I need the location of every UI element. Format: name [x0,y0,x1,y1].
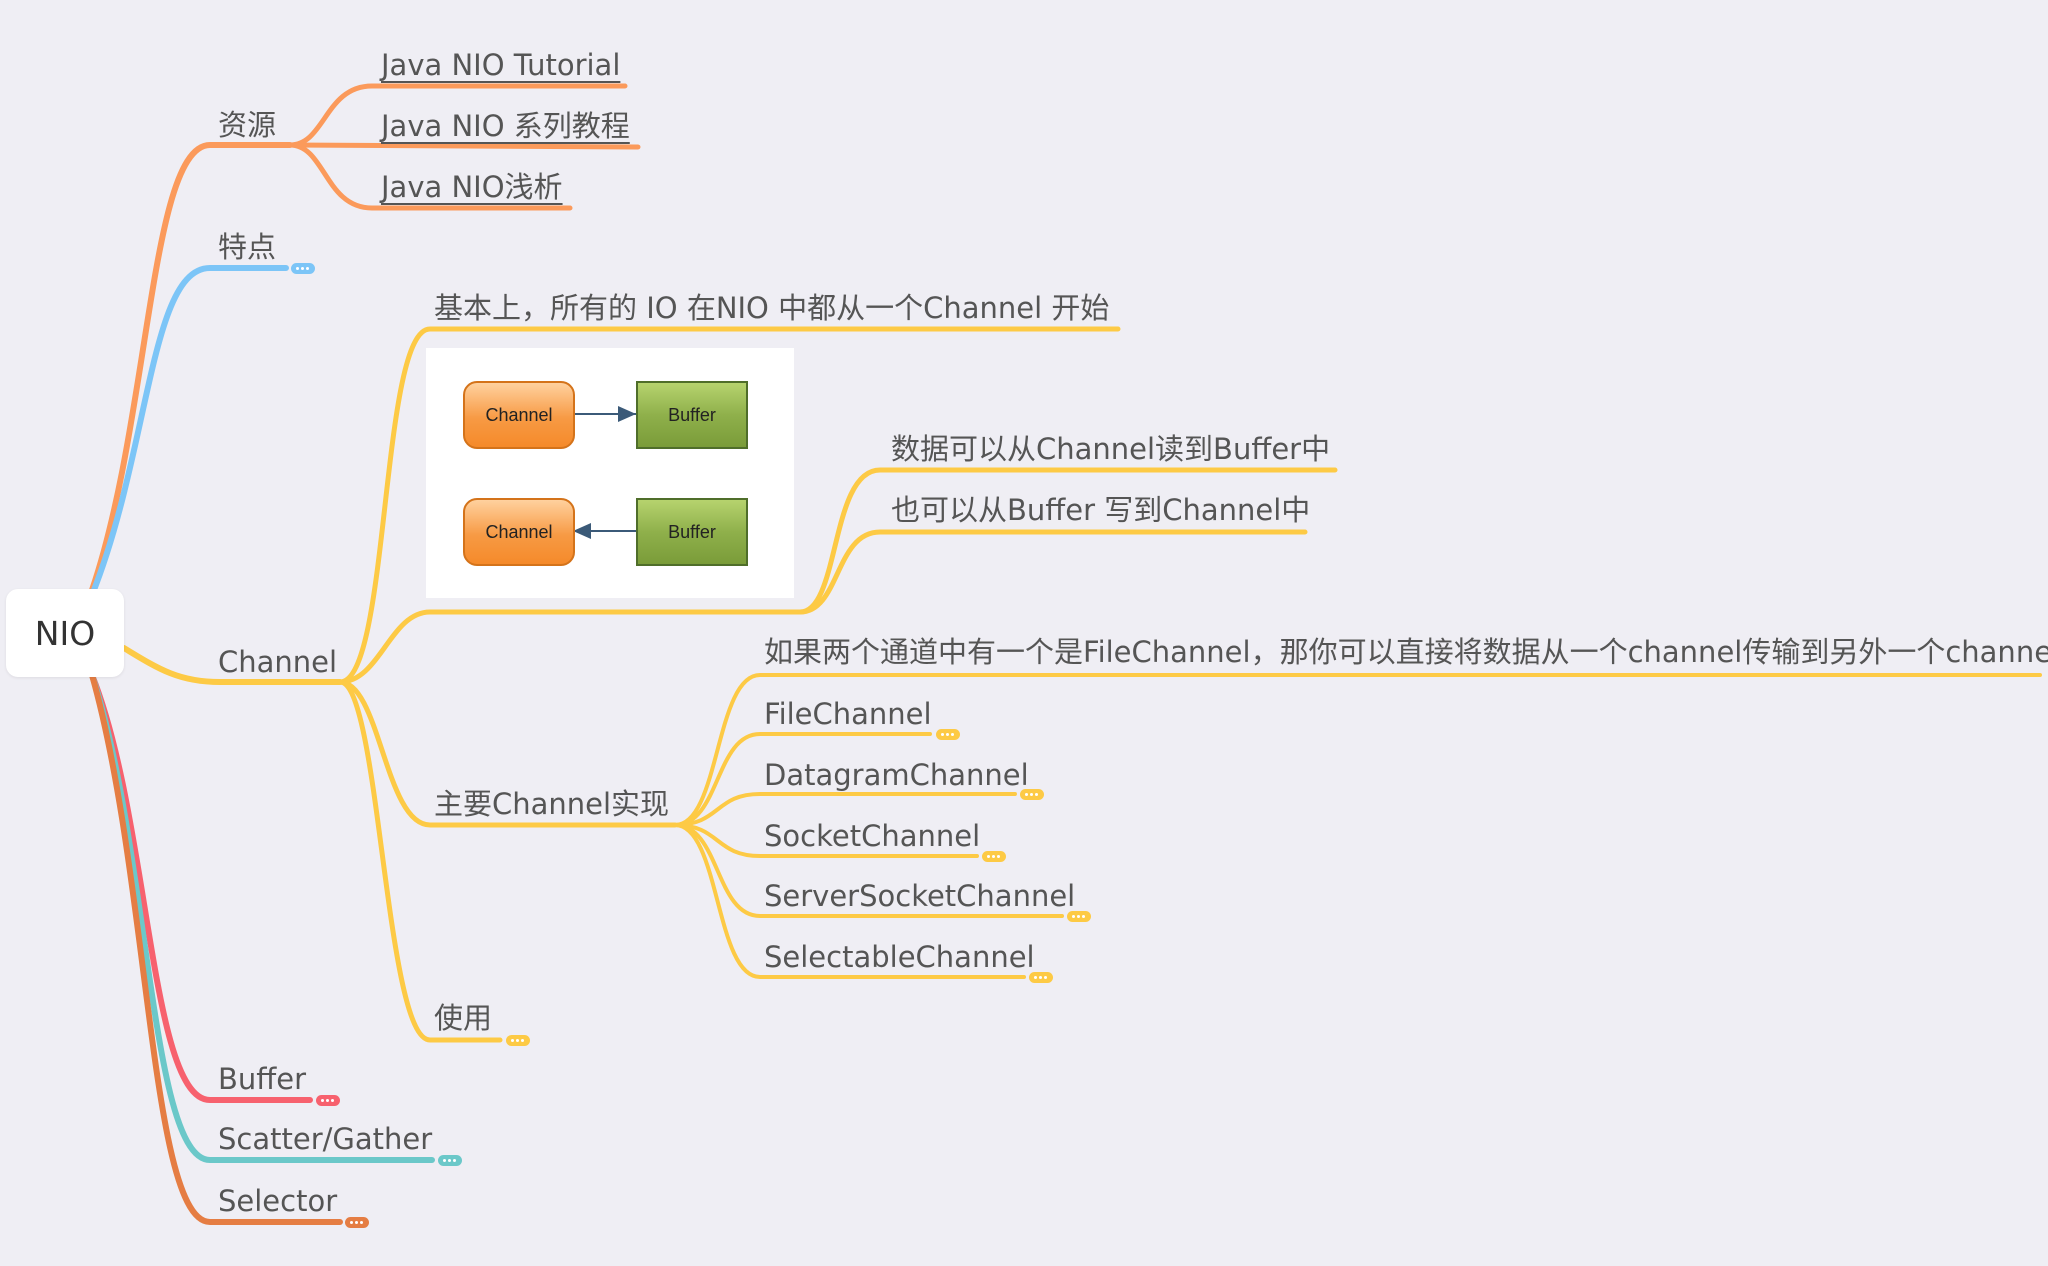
expand-socketchannel-icon[interactable] [982,851,1006,862]
connector-channel-usage [337,679,503,1043]
diagram-note-write[interactable]: 也可以从Buffer 写到Channel中 [891,493,1311,527]
expand-selectablechannel-icon[interactable] [1029,972,1053,983]
connector-channel-impl [337,679,678,828]
connector-channel-diagram [337,609,803,685]
connector-impl-datagram [673,792,1017,827]
impl-item-filechannel[interactable]: FileChannel [764,697,932,731]
connector-resource-link-3 [287,142,573,211]
connector-diagram-note-2 [797,529,1308,615]
root-label: NIO [34,613,96,653]
figure-channel-box-2: Channel [463,498,575,566]
expand-features-icon[interactable] [291,263,315,274]
channel-buffer-figure[interactable]: Channel Buffer Channel Buffer [426,348,794,598]
impl-item-selectablechannel[interactable]: SelectableChannel [764,940,1035,974]
connector-buffer [89,672,313,1103]
expand-filechannel-icon[interactable] [936,729,960,740]
branch-channel[interactable]: Channel [218,645,338,679]
branch-resources[interactable]: 资源 [218,108,277,142]
figure-channel-box-1: Channel [463,381,575,449]
resource-link-1[interactable]: Java NIO Tutorial [381,48,621,82]
connector-channel-basic [337,326,1121,685]
figure-arrows [573,406,636,539]
connector-channel [121,645,343,685]
connector-resource-link-2 [287,142,641,150]
figure-buffer-box-2: Buffer [636,498,748,566]
connector-selector [89,672,343,1225]
branch-scatter-gather[interactable]: Scatter/Gather [218,1122,433,1156]
connector-resource-link-1 [287,83,628,148]
diagram-note-read[interactable]: 数据可以从Channel读到Buffer中 [891,432,1331,466]
expand-usage-icon[interactable] [506,1035,530,1046]
connector-impl-selectable [673,823,1026,979]
connector-resources [89,142,293,593]
connector-features [89,265,289,598]
impl-item-datagramchannel[interactable]: DatagramChannel [764,758,1029,792]
branch-features[interactable]: 特点 [218,230,277,264]
channel-usage-label[interactable]: 使用 [434,1001,493,1035]
connector-impl-socket [673,823,979,858]
connector-diagram-note-1 [797,467,1338,615]
connector-impl-note [673,673,2042,827]
expand-datagramchannel-icon[interactable] [1020,789,1044,800]
channel-basic-note[interactable]: 基本上，所有的 IO 在NIO 中都从一个Channel 开始 [434,291,1110,325]
branch-buffer[interactable]: Buffer [218,1062,307,1096]
resource-link-2[interactable]: Java NIO 系列教程 [381,109,630,143]
expand-selector-icon[interactable] [345,1217,369,1228]
root-node[interactable]: NIO [6,589,124,677]
impl-transfer-note[interactable]: 如果两个通道中有一个是FileChannel，那你可以直接将数据从一个chann… [764,635,2048,669]
impl-item-serversocketchannel[interactable]: ServerSocketChannel [764,879,1076,913]
expand-buffer-icon[interactable] [316,1095,340,1106]
branch-selector[interactable]: Selector [218,1184,338,1218]
connector-impl-filechannel [673,732,932,827]
expand-scatter-gather-icon[interactable] [438,1155,462,1166]
expand-serversocketchannel-icon[interactable] [1067,911,1091,922]
resource-link-3[interactable]: Java NIO浅析 [381,170,563,204]
figure-buffer-box-1: Buffer [636,381,748,449]
channel-impl-label[interactable]: 主要Channel实现 [434,787,670,821]
impl-item-socketchannel[interactable]: SocketChannel [764,819,981,853]
